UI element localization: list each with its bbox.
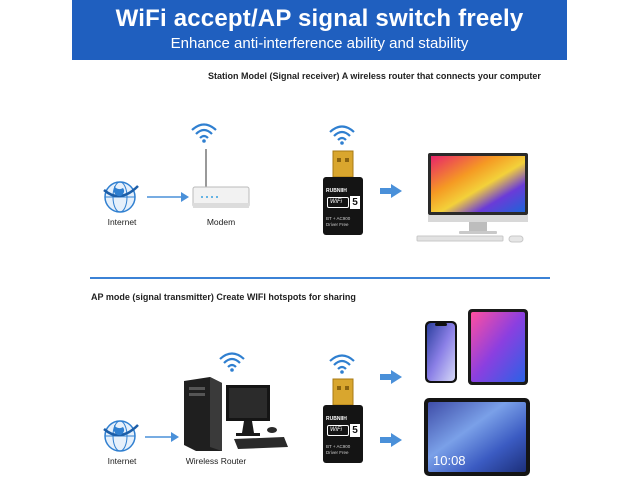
phone-icon	[424, 320, 458, 384]
internet-label-ap: Internet	[107, 456, 137, 466]
section-divider	[90, 277, 550, 279]
wifi-logo-text: WiFi	[330, 427, 342, 433]
tablet-clock: 10:08	[433, 453, 466, 468]
tablet-icon	[467, 308, 529, 386]
arrow-icon	[147, 191, 189, 203]
ap-mode-title: AP mode (signal transmitter) Create WIFI…	[91, 292, 356, 302]
tablet-icon: 10:08	[423, 397, 531, 477]
modem-label: Modem	[206, 217, 236, 227]
dongle-spec-2: Driver Free	[326, 222, 349, 227]
wifi-signal-icon	[328, 123, 356, 145]
wifi-logo: WiFi	[327, 197, 349, 208]
globe-icon	[100, 417, 142, 455]
wireless-router-label: Wireless Router	[185, 456, 247, 466]
header-banner: WiFi accept/AP signal switch freely Enha…	[72, 0, 567, 60]
wifi-logo-text: WiFi	[330, 199, 342, 205]
pc-tower-icon	[180, 375, 290, 453]
wifi-signal-icon	[218, 350, 246, 372]
usb-dongle-icon: RUBNIIH WiFi 5 BT + AC900 Driver Free	[322, 150, 364, 236]
dongle-spec-2: Driver Free	[326, 450, 349, 455]
band-badge: 5	[350, 424, 360, 437]
arrow-icon	[380, 433, 402, 447]
modem-icon	[190, 147, 252, 211]
arrow-icon	[145, 431, 179, 443]
dongle-brand: RUBNIIH	[326, 188, 347, 194]
dongle-spec-1: BT + AC900	[326, 444, 351, 449]
arrow-icon	[380, 184, 402, 198]
wifi-logo: WiFi	[327, 425, 349, 436]
wifi-signal-icon	[190, 121, 218, 143]
dongle-spec-1: BT + AC900	[326, 216, 351, 221]
usb-dongle-icon: RUBNIIH WiFi 5 BT + AC900 Driver Free	[322, 378, 364, 464]
banner-subtitle: Enhance anti-interference ability and st…	[170, 35, 469, 52]
arrow-icon	[380, 370, 402, 384]
dongle-brand: RUBNIIH	[326, 416, 347, 422]
station-mode-title: Station Model (Signal receiver) A wirele…	[208, 71, 541, 81]
internet-label-station: Internet	[107, 217, 137, 227]
band-badge: 5	[350, 196, 360, 209]
wifi-signal-icon	[328, 352, 356, 374]
monitor-icon	[413, 150, 543, 246]
globe-icon	[100, 178, 142, 216]
banner-title: WiFi accept/AP signal switch freely	[115, 5, 524, 32]
